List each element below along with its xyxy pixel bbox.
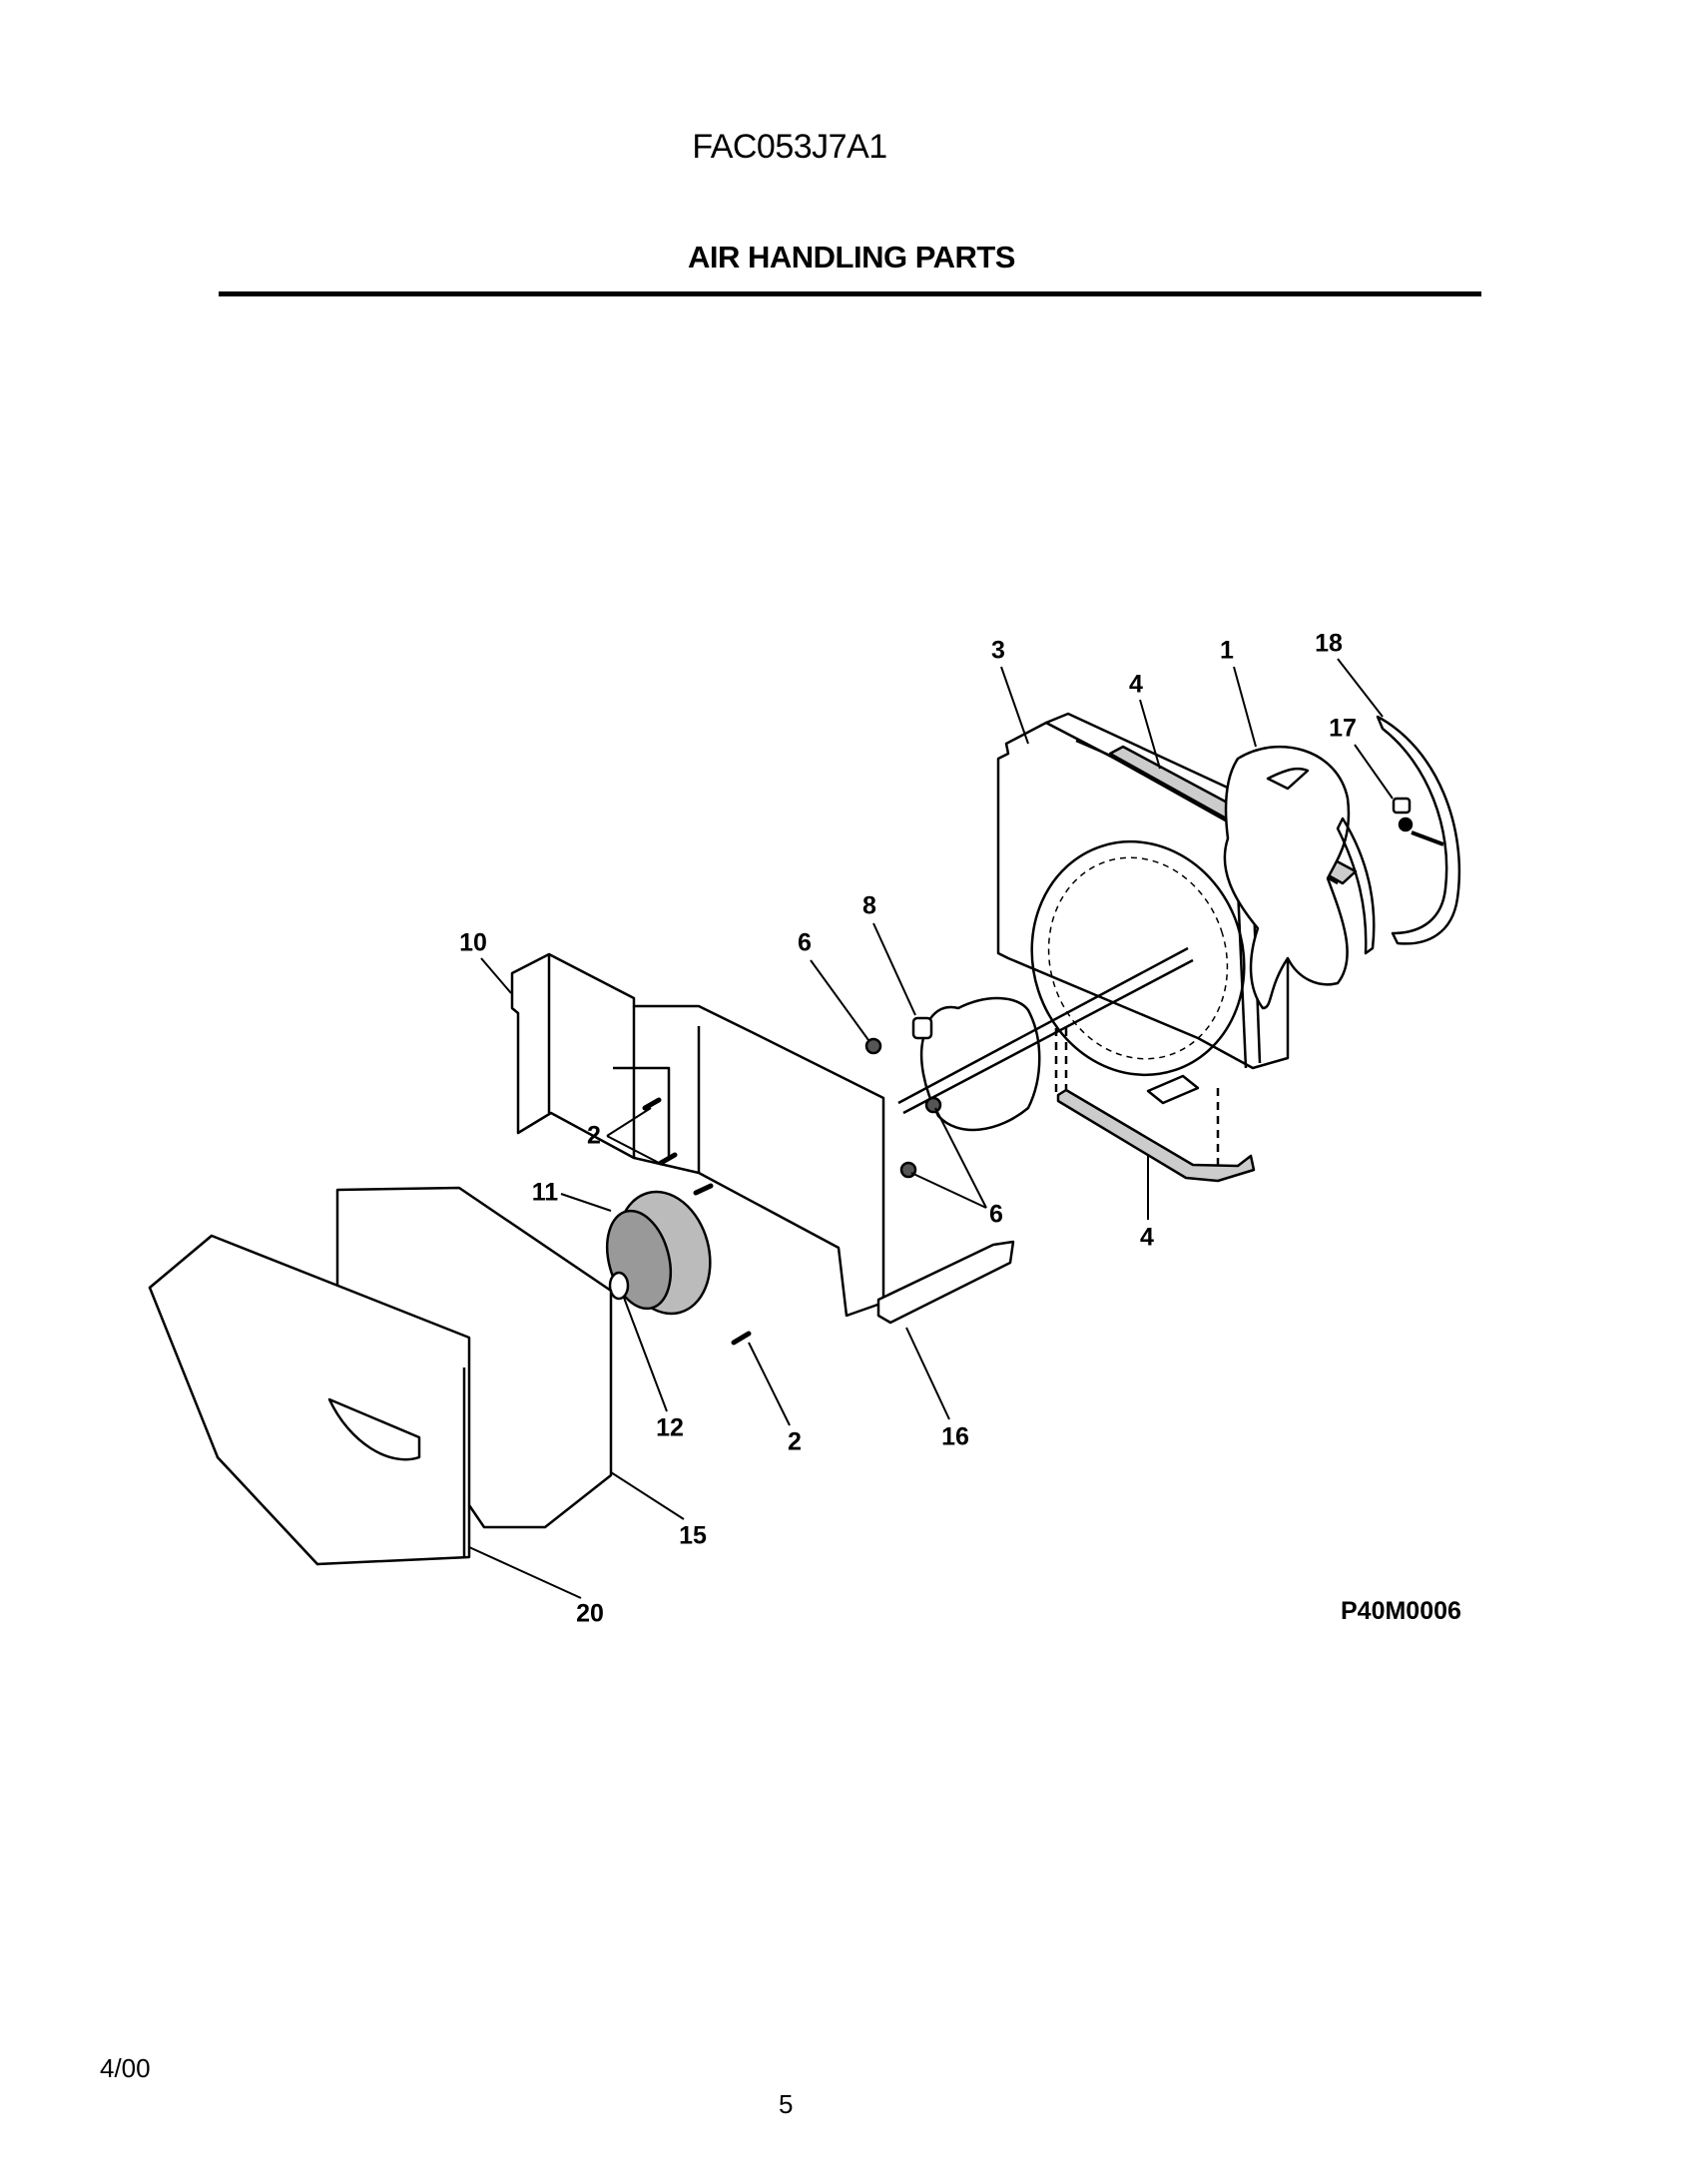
seal-strip-bottom-part xyxy=(1054,1028,1256,1183)
callout-1: 1 xyxy=(1220,636,1234,665)
fan-motor-part xyxy=(897,946,1200,1132)
callout-17: 17 xyxy=(1329,714,1357,743)
callout-11: 11 xyxy=(531,1178,559,1207)
blower-scroll-part xyxy=(510,952,885,1318)
callout-6-bottom: 6 xyxy=(989,1200,1003,1229)
screws-part xyxy=(642,1097,752,1346)
callout-12: 12 xyxy=(656,1413,684,1442)
blower-wheel-part xyxy=(606,1190,712,1316)
callout-2-bottom: 2 xyxy=(788,1427,802,1456)
section-title: AIR HANDLING PARTS xyxy=(688,240,1015,274)
page-number: 5 xyxy=(779,2089,794,2119)
callout-3: 3 xyxy=(991,636,1005,665)
leader-lines xyxy=(468,658,1394,1599)
clamp-screw-part xyxy=(1392,797,1444,846)
revision-date: 4/00 xyxy=(100,2053,151,2083)
slinger-ring-part xyxy=(1336,715,1461,955)
callout-18: 18 xyxy=(1315,629,1343,658)
bracket-part xyxy=(876,1240,1015,1325)
callout-6-top: 6 xyxy=(798,928,812,957)
title-divider xyxy=(219,291,1481,296)
callout-2-top: 2 xyxy=(587,1121,601,1150)
model-number: FAC053J7A1 xyxy=(692,128,887,166)
callout-20: 20 xyxy=(576,1599,604,1628)
diagram-id: P40M0006 xyxy=(1341,1597,1461,1625)
callout-16: 16 xyxy=(941,1422,969,1451)
front-panel-part xyxy=(148,1234,471,1566)
fan-blade-part xyxy=(1223,745,1351,1010)
callout-4-top: 4 xyxy=(1129,670,1143,699)
callout-10: 10 xyxy=(459,928,487,957)
callout-8: 8 xyxy=(862,891,876,920)
callout-15: 15 xyxy=(679,1521,707,1550)
callout-4-bottom: 4 xyxy=(1140,1223,1154,1252)
